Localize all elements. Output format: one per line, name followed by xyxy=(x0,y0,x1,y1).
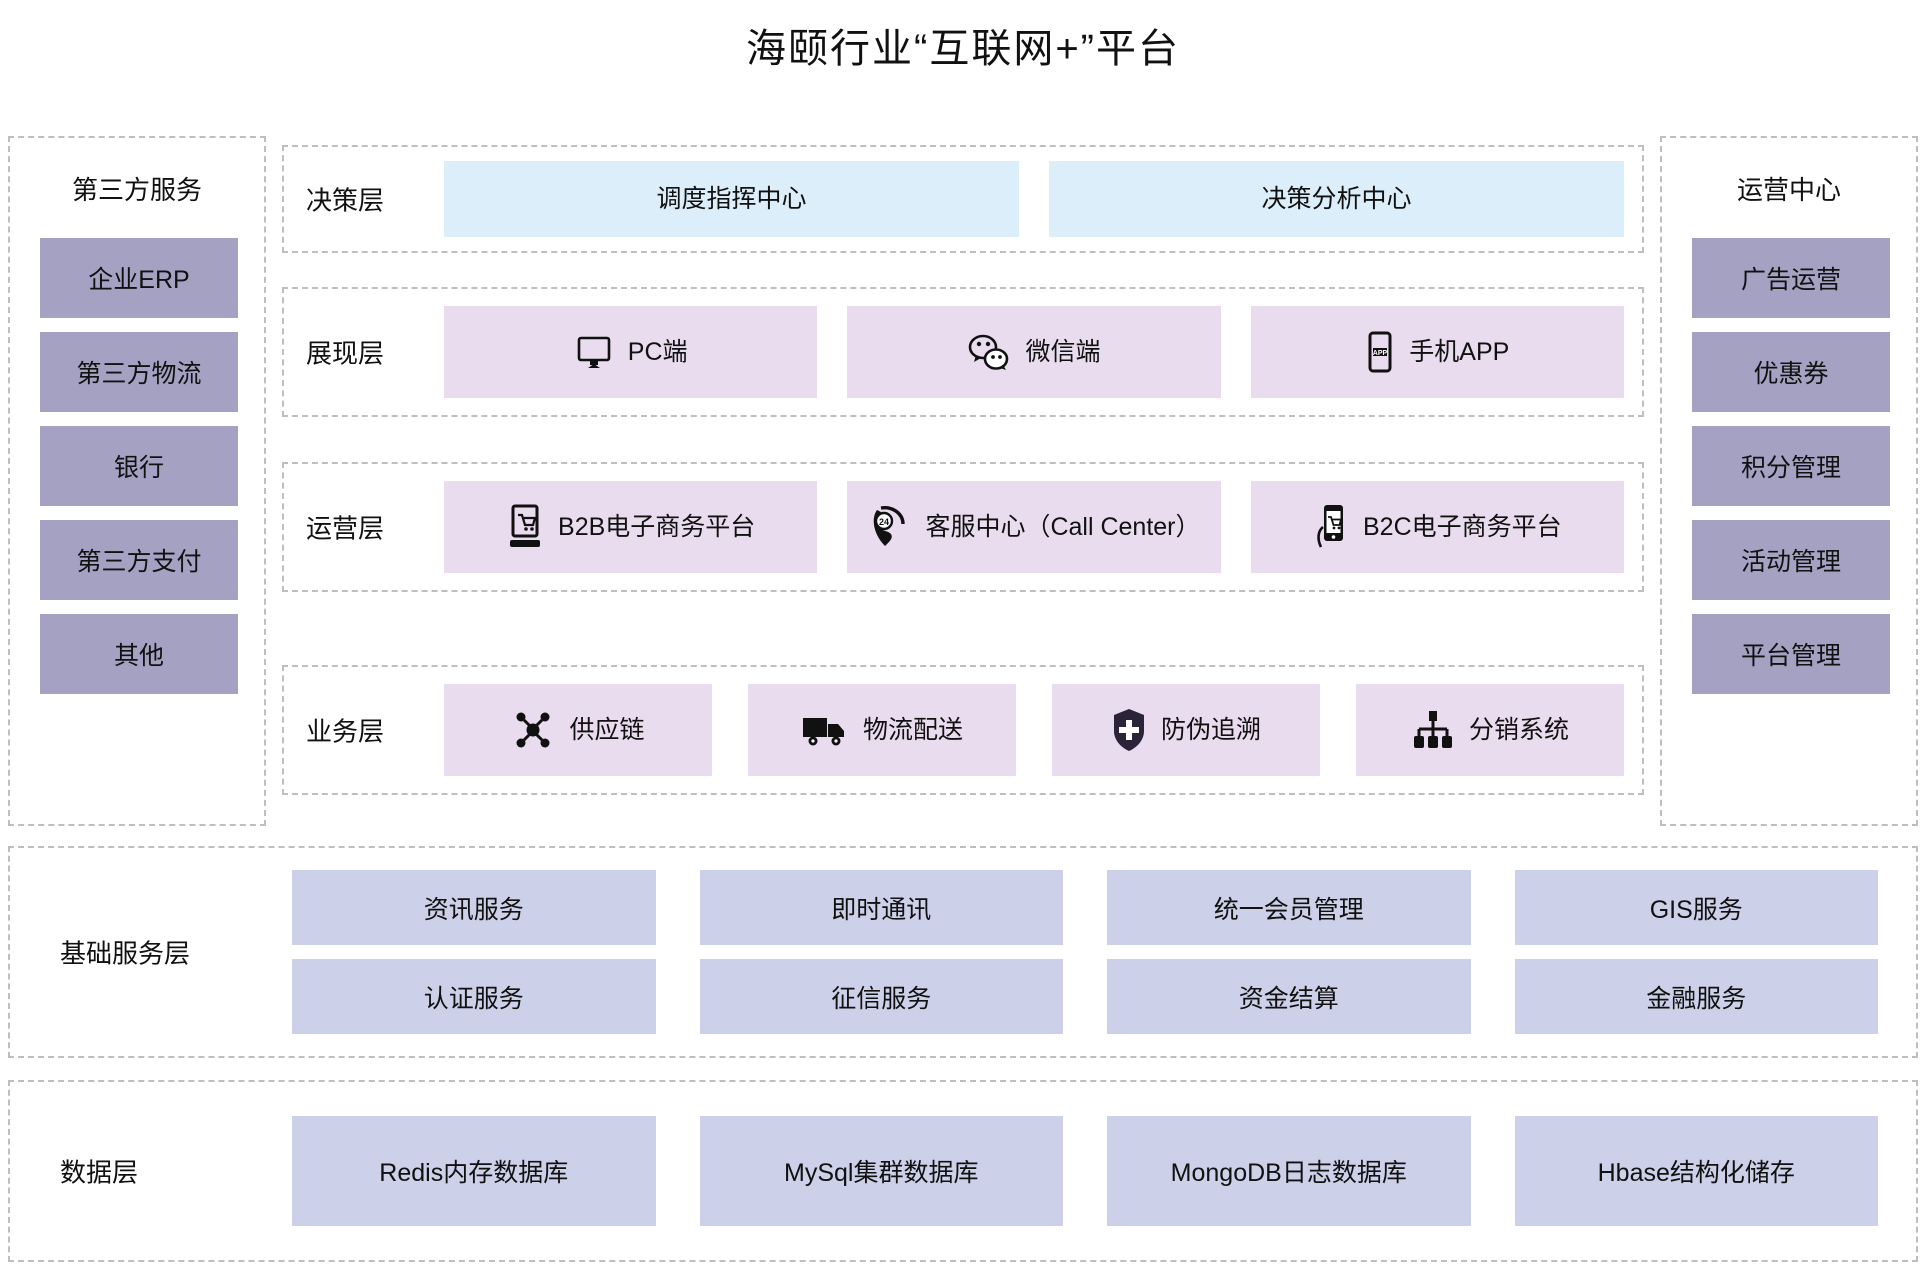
svc-fund-settlement[interactable]: 资金结算 xyxy=(1107,959,1471,1034)
monitor-icon xyxy=(574,332,614,372)
cell-label: PC端 xyxy=(627,337,688,366)
side-item-coupon[interactable]: 优惠券 xyxy=(1692,332,1890,412)
cell-decision-analysis-center[interactable]: 决策分析中心 xyxy=(1049,161,1624,237)
cell-dispatch-command-center[interactable]: 调度指挥中心 xyxy=(444,161,1019,237)
cell-pc-client[interactable]: PC端 xyxy=(444,306,818,398)
cell-supply-chain[interactable]: 供应链 xyxy=(444,684,712,776)
cell-label: 手机APP xyxy=(1409,337,1510,366)
side-item-points-management[interactable]: 积分管理 xyxy=(1692,426,1890,506)
data-layer-block: 数据层 Redis内存数据库 MySql集群数据库 MongoDB日志数据库 H… xyxy=(8,1080,1918,1262)
db-redis-memory[interactable]: Redis内存数据库 xyxy=(292,1116,656,1226)
svg-text:APP: APP xyxy=(1373,350,1388,357)
phone-24-icon: 24 xyxy=(867,504,911,550)
data-layer-grid: Redis内存数据库 MySql集群数据库 MongoDB日志数据库 Hbase… xyxy=(292,1116,1878,1226)
business-layer-label: 业务层 xyxy=(306,716,385,747)
presentation-layer-label: 展现层 xyxy=(306,338,385,369)
cell-b2b-ecommerce-platform[interactable]: B2B电子商务平台 xyxy=(444,481,818,573)
cell-distribution-system[interactable]: 分销系统 xyxy=(1356,684,1624,776)
cell-mobile-app[interactable]: APP 手机APP xyxy=(1250,306,1624,398)
cell-label: 客服中心（Call Center） xyxy=(925,512,1201,541)
data-layer-row-1: Redis内存数据库 MySql集群数据库 MongoDB日志数据库 Hbase… xyxy=(292,1116,1878,1226)
decision-layer-cells: 调度指挥中心 决策分析中心 xyxy=(444,161,1624,237)
cell-b2c-ecommerce-platform[interactable]: B2C电子商务平台 xyxy=(1250,481,1624,573)
side-item-ad-operation[interactable]: 广告运营 xyxy=(1692,238,1890,318)
svc-credit-service[interactable]: 征信服务 xyxy=(699,959,1063,1034)
side-item-third-party-logistics[interactable]: 第三方物流 xyxy=(40,332,238,412)
cell-anti-counterfeit-traceability[interactable]: 防伪追溯 xyxy=(1052,684,1320,776)
mobile-cart-icon xyxy=(1313,503,1349,551)
desktop-cart-icon xyxy=(506,504,544,550)
side-item-enterprise-erp[interactable]: 企业ERP xyxy=(40,238,238,318)
base-service-layer-block: 基础服务层 资讯服务 即时通讯 统一会员管理 GIS服务 认证服务 征信服务 资… xyxy=(8,846,1918,1058)
side-item-other[interactable]: 其他 xyxy=(40,614,238,694)
decision-layer-row: 决策层 调度指挥中心 决策分析中心 xyxy=(282,145,1644,253)
db-mongodb-log[interactable]: MongoDB日志数据库 xyxy=(1107,1116,1471,1226)
side-item-third-party-payment[interactable]: 第三方支付 xyxy=(40,520,238,600)
page-title: 海颐行业“互联网+”平台 xyxy=(746,27,1180,71)
svc-gis-service[interactable]: GIS服务 xyxy=(1514,870,1878,945)
presentation-layer-row: 展现层 PC端 xyxy=(282,287,1644,417)
cell-label: 调度指挥中心 xyxy=(656,184,807,213)
cell-customer-service-center[interactable]: 24 客服中心（Call Center） xyxy=(847,481,1221,573)
data-layer-label: 数据层 xyxy=(60,1157,139,1188)
third-party-service-list: 企业ERP 第三方物流 银行 第三方支付 其他 xyxy=(40,238,238,708)
operation-layer-cells: B2B电子商务平台 24 客服中心（Call Center） xyxy=(444,481,1624,573)
db-hbase-structured-storage[interactable]: Hbase结构化储存 xyxy=(1514,1116,1878,1226)
svc-information-service[interactable]: 资讯服务 xyxy=(292,870,656,945)
cell-label: B2C电子商务平台 xyxy=(1363,512,1562,541)
base-service-row-1: 资讯服务 即时通讯 统一会员管理 GIS服务 xyxy=(292,870,1878,945)
cell-label: 供应链 xyxy=(569,715,645,744)
cell-label: 微信端 xyxy=(1025,337,1101,366)
base-service-row-2: 认证服务 征信服务 资金结算 金融服务 xyxy=(292,959,1878,1034)
business-layer-cells: 供应链 物流配送 xyxy=(444,684,1624,776)
operation-center-panel: 运营中心 广告运营 优惠券 积分管理 活动管理 平台管理 xyxy=(1660,136,1918,826)
svc-authentication-service[interactable]: 认证服务 xyxy=(292,959,656,1034)
operation-center-list: 广告运营 优惠券 积分管理 活动管理 平台管理 xyxy=(1692,238,1890,708)
svg-text:24: 24 xyxy=(879,517,889,527)
business-layer-row: 业务层 供应链 xyxy=(282,665,1644,795)
cell-wechat-client[interactable]: 微信端 xyxy=(847,306,1221,398)
operation-layer-row: 运营层 B2B电子商务平台 xyxy=(282,462,1644,592)
presentation-layer-cells: PC端 微信端 xyxy=(444,306,1624,398)
third-party-service-title: 第三方服务 xyxy=(71,175,202,205)
cell-label: B2B电子商务平台 xyxy=(558,512,756,541)
svc-unified-member-management[interactable]: 统一会员管理 xyxy=(1107,870,1471,945)
operation-layer-label: 运营层 xyxy=(306,513,385,544)
svc-instant-messaging[interactable]: 即时通讯 xyxy=(699,870,1063,945)
side-item-platform-management[interactable]: 平台管理 xyxy=(1692,614,1890,694)
cell-label: 分销系统 xyxy=(1468,715,1569,744)
wechat-icon xyxy=(967,332,1011,372)
decision-layer-label: 决策层 xyxy=(306,185,385,216)
cell-logistics-delivery[interactable]: 物流配送 xyxy=(748,684,1016,776)
mobile-app-icon: APP xyxy=(1365,330,1395,374)
operation-center-title: 运营中心 xyxy=(1736,175,1841,205)
truck-icon xyxy=(801,712,849,748)
svc-financial-service[interactable]: 金融服务 xyxy=(1514,959,1878,1034)
supply-chain-icon xyxy=(511,708,555,752)
cell-label: 物流配送 xyxy=(862,715,963,744)
third-party-service-panel: 第三方服务 企业ERP 第三方物流 银行 第三方支付 其他 xyxy=(8,136,266,826)
base-service-layer-label: 基础服务层 xyxy=(60,938,191,969)
side-item-bank[interactable]: 银行 xyxy=(40,426,238,506)
distribution-icon xyxy=(1411,709,1455,751)
base-service-grid: 资讯服务 即时通讯 统一会员管理 GIS服务 认证服务 征信服务 资金结算 金融… xyxy=(292,870,1878,1034)
db-mysql-cluster[interactable]: MySql集群数据库 xyxy=(699,1116,1063,1226)
cell-label: 决策分析中心 xyxy=(1261,184,1412,213)
side-item-activity-management[interactable]: 活动管理 xyxy=(1692,520,1890,600)
shield-icon xyxy=(1111,707,1147,753)
cell-label: 防伪追溯 xyxy=(1160,715,1261,744)
